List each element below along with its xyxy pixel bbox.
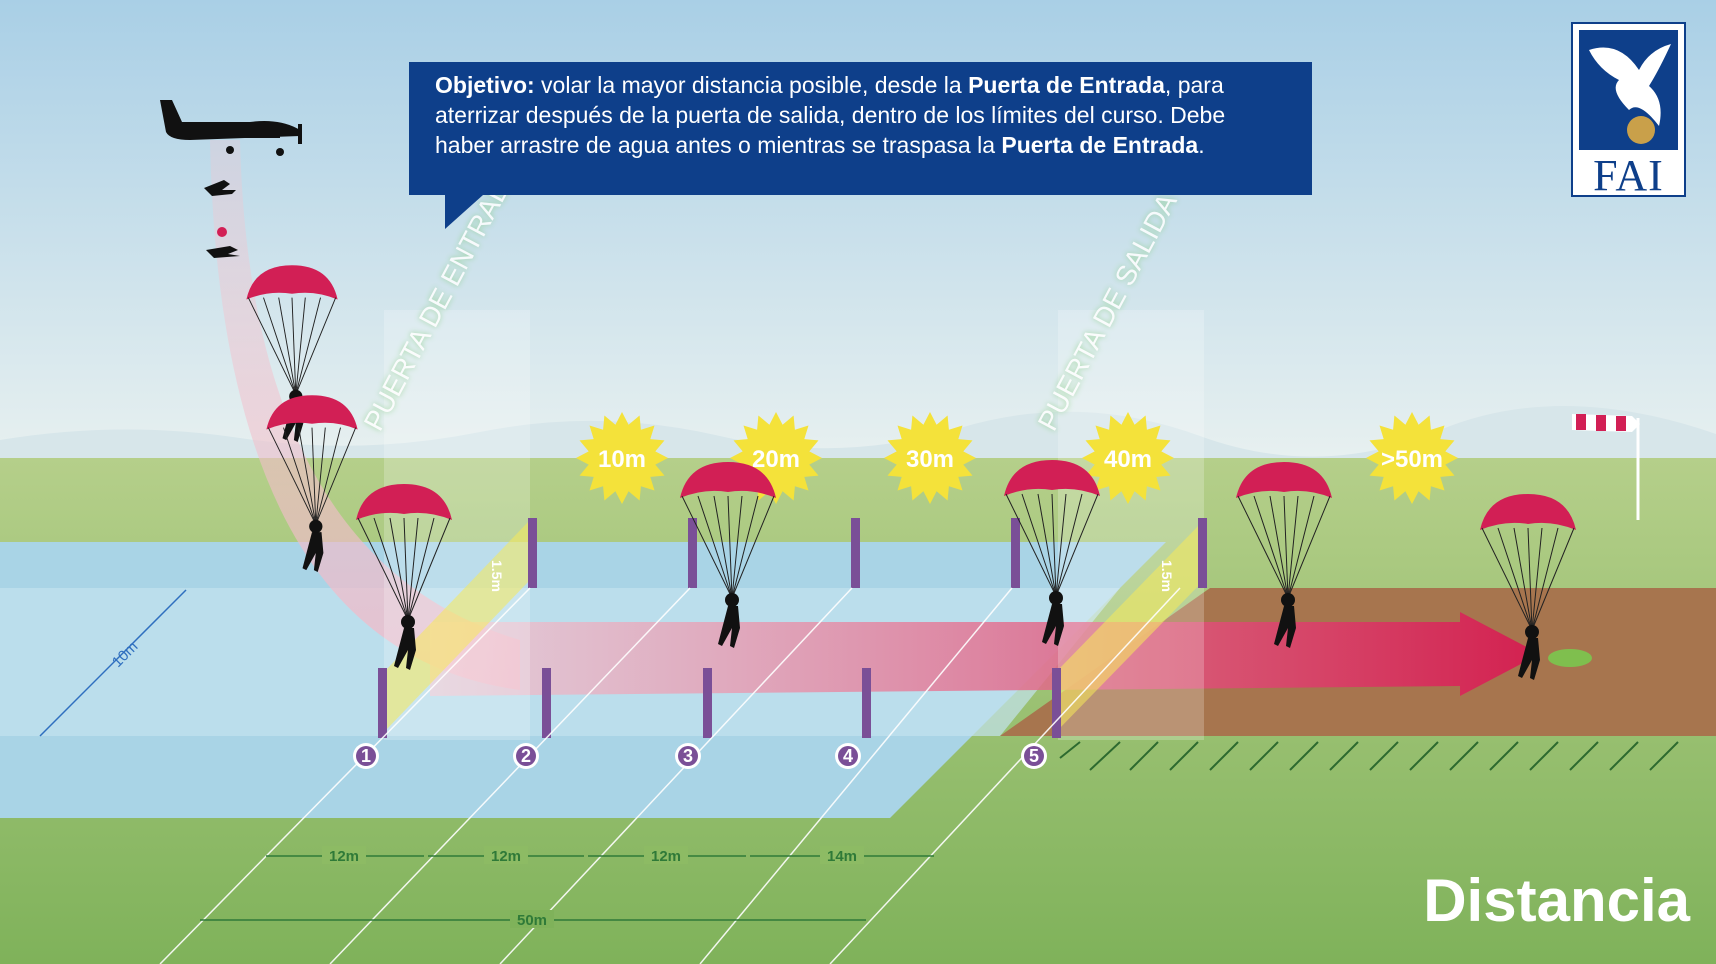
- parachutist: [1004, 460, 1100, 646]
- gate-marker-number: 3: [683, 746, 693, 766]
- gate-marker-number: 5: [1029, 746, 1039, 766]
- gate-marker-number: 2: [521, 746, 531, 766]
- segment-length-label: 12m: [491, 848, 521, 865]
- distance-badge-label: 20m: [752, 446, 800, 473]
- segment-length-label: 12m: [651, 848, 681, 865]
- distance-badge-label: 30m: [906, 446, 954, 473]
- parachutist: [356, 484, 452, 670]
- distance-badge-star: [1082, 412, 1174, 504]
- segment-label-bg: [644, 846, 688, 864]
- objective-text-3: .: [1198, 132, 1205, 158]
- distance-badge-label: 40m: [1104, 446, 1152, 473]
- landing-target: [1548, 649, 1592, 667]
- segment-label-bg: [820, 846, 864, 864]
- eagle-emblem-icon: [1579, 30, 1678, 150]
- freefall-jumpers: [204, 180, 240, 258]
- distance-badge-star: [1366, 412, 1458, 504]
- swoop-trail-arrow: [430, 612, 1540, 696]
- fai-logo-text: FAI: [1593, 151, 1664, 200]
- gate-marker-fill: [356, 746, 376, 766]
- exit-gate-height-label: 1.5m: [1159, 560, 1175, 592]
- distance-badge-star: [884, 412, 976, 504]
- objective-text-1: volar la mayor distancia posible, desde …: [534, 72, 969, 98]
- segment-length-label: 12m: [329, 848, 359, 865]
- parachutist: [1480, 494, 1576, 680]
- distance-badge-label: >50m: [1381, 446, 1443, 473]
- gate-marker-fill: [838, 746, 858, 766]
- distance-guide-lines: [159, 587, 1181, 964]
- page-title: Distancia: [1423, 867, 1690, 934]
- parachutist: [1236, 462, 1332, 648]
- objective-gate-1: Puerta de Entrada: [968, 72, 1165, 98]
- distance-badges: 10m 20m 30m 40m >50m: [576, 412, 1458, 504]
- exit-gate-plane: [1058, 520, 1204, 730]
- fai-logo: FAI: [1571, 22, 1686, 200]
- hatch-marks: [1059, 741, 1679, 771]
- course-poles: [378, 518, 1207, 738]
- gate-markers: 1 2 3 4 5: [353, 743, 1047, 769]
- objective-lead: Objetivo:: [435, 72, 535, 98]
- entry-gate-height-label: 1.5m: [489, 560, 505, 592]
- parachutist: [266, 395, 358, 572]
- entry-gate-plane: [386, 520, 530, 730]
- total-label-bg: [510, 910, 554, 928]
- distance-badge-label: 10m: [598, 446, 646, 473]
- distant-hills: [0, 405, 1716, 470]
- segment-length-label: 14m: [827, 848, 857, 865]
- gate-marker-fill: [678, 746, 698, 766]
- width-dimension-line: [39, 589, 187, 737]
- parachutist: [246, 265, 338, 442]
- objective-callout: Objetivo: volar la mayor distancia posib…: [409, 62, 1312, 195]
- objective-gate-2: Puerta de Entrada: [1001, 132, 1199, 158]
- segment-label-bg: [322, 846, 366, 864]
- total-distance-label: 50m: [517, 912, 547, 929]
- windsock: [1572, 414, 1640, 520]
- gate-marker-fill: [1024, 746, 1044, 766]
- callout-tail: [445, 195, 483, 229]
- distance-badge-star: [576, 412, 668, 504]
- gate-marker-fill: [516, 746, 536, 766]
- gate-marker-number: 4: [843, 746, 853, 766]
- airplane: [160, 100, 302, 156]
- segment-label-bg: [484, 846, 528, 864]
- parachutist: [680, 462, 776, 648]
- entry-gate-wall: [384, 310, 530, 740]
- gate-marker-number: 1: [361, 746, 371, 766]
- objective-text-2: , para aterrizar después de la puerta de…: [435, 72, 1226, 158]
